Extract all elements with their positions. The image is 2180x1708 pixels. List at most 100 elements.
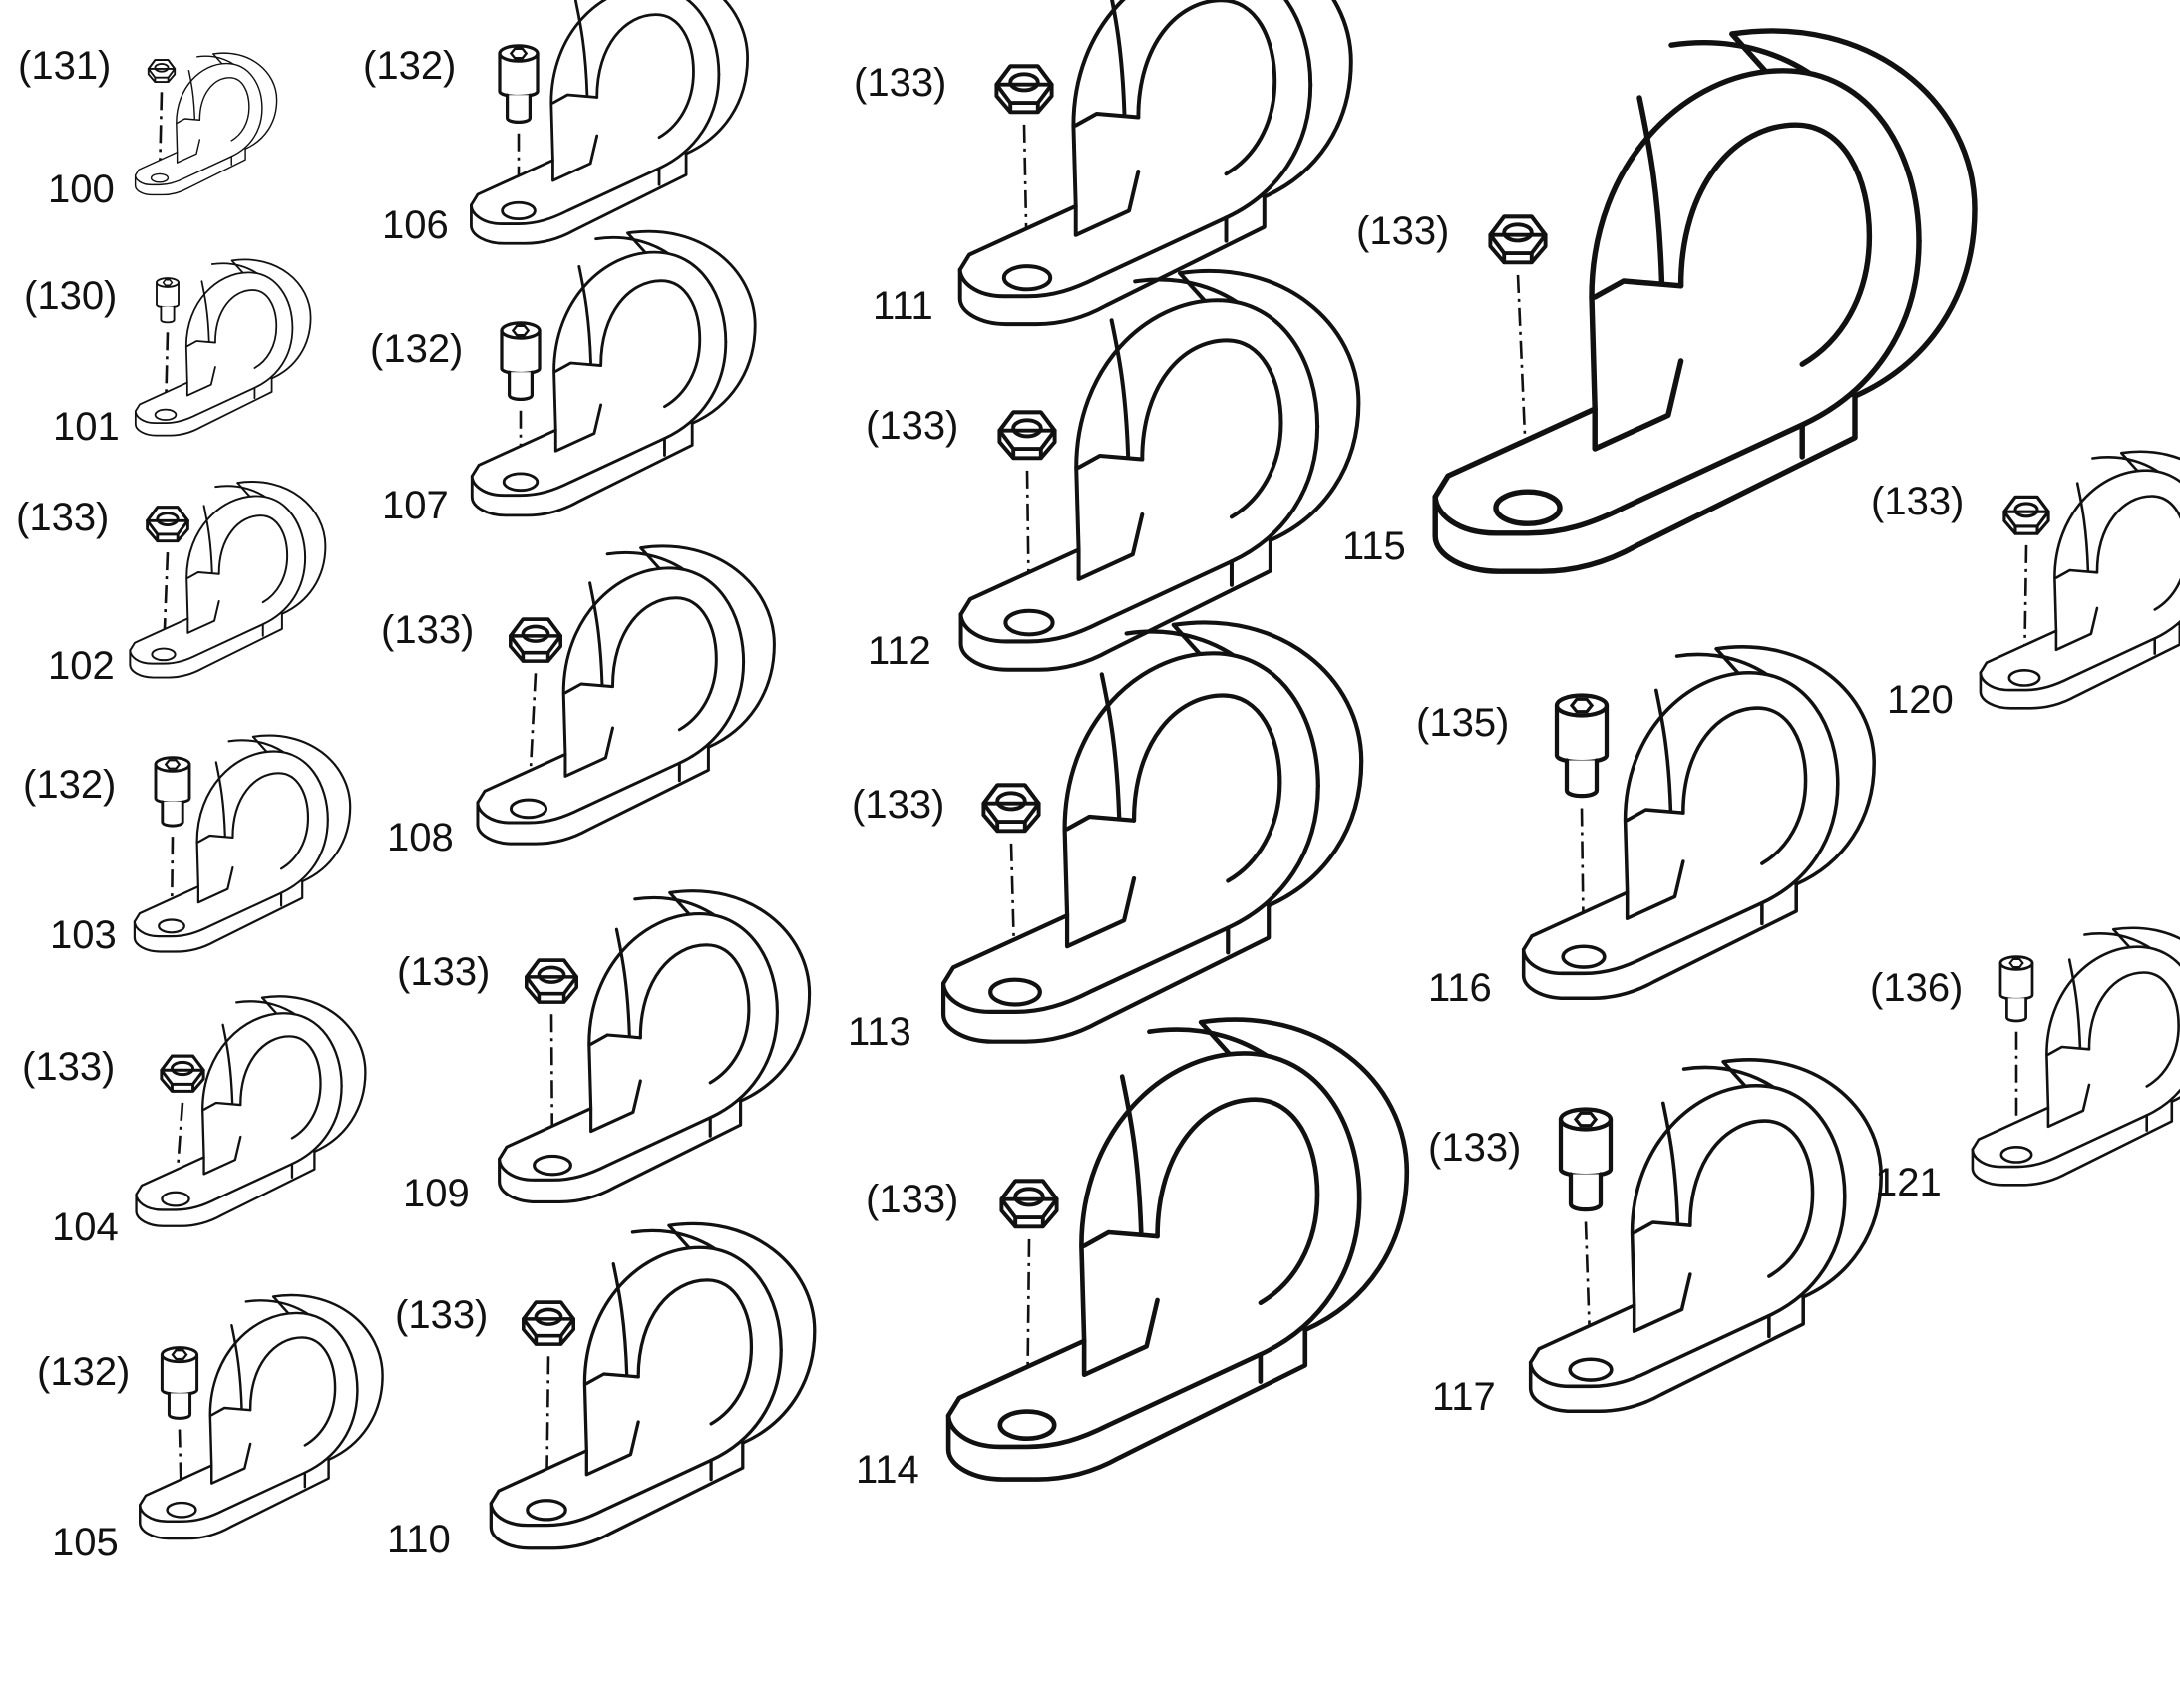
clamp-front-face	[129, 495, 307, 665]
clamp-cushion-ridge	[202, 505, 213, 573]
hex-nut	[522, 1300, 575, 1346]
clamp-step	[1632, 1272, 1692, 1333]
fastener-ref-label: (133)	[854, 61, 946, 105]
clamp-back-band	[230, 258, 312, 389]
nut-sides	[994, 82, 1054, 115]
nut-sides	[160, 1068, 205, 1093]
hex-socket	[1569, 697, 1595, 714]
clamp-cushion-ridge	[574, 0, 589, 97]
part-number-label: 116	[1428, 966, 1492, 1010]
clamp-front-face	[958, 298, 1320, 644]
clamp-inner-loop	[1688, 1119, 1815, 1278]
clamp-front-face	[940, 651, 1320, 1015]
clamp-step	[1064, 875, 1137, 949]
clamp-front-face	[1521, 670, 1840, 976]
mounting-hole	[1493, 489, 1563, 526]
clamp-step	[176, 139, 201, 164]
cap-screw	[154, 756, 191, 828]
nut-bore	[1011, 418, 1043, 439]
hex-nut	[999, 1179, 1059, 1229]
clamp-step	[1073, 170, 1141, 237]
clamp-step	[589, 1079, 642, 1134]
hex-nut	[2002, 495, 2050, 535]
clamp-cushion-ridge	[230, 1323, 243, 1410]
part-number-label: 101	[53, 405, 120, 449]
p-clamp	[498, 889, 812, 1204]
mounting-hole	[161, 1191, 190, 1207]
clamp-front-face	[1979, 469, 2180, 692]
screw-shank	[161, 800, 184, 828]
clamp-front-face	[945, 1051, 1362, 1450]
mounting-hole	[1568, 1357, 1614, 1382]
nut-sides	[522, 1317, 575, 1346]
clamp-notch	[1632, 1220, 1692, 1235]
clamp-assembly-112: 112(133)	[866, 268, 1361, 673]
clamp-assembly-102: 102(133)	[16, 481, 327, 688]
fastener-ref-label: (136)	[1870, 966, 1963, 1010]
clamp-cushion-ridge	[577, 264, 592, 365]
clamp-cushion-ridge	[1119, 1074, 1144, 1235]
clamp-inner-loop	[636, 1278, 754, 1426]
clamp-back-band	[1714, 645, 1876, 905]
clamp-assembly-104: 104(133)	[22, 995, 367, 1249]
p-clamp	[940, 620, 1364, 1044]
fastener-ref-label: (133)	[866, 404, 958, 448]
clamp-cushion-ridge	[2067, 958, 2082, 1049]
hex-nut	[981, 783, 1041, 834]
hex-socket	[2008, 957, 2024, 969]
fastener-ref-label: (132)	[23, 763, 116, 807]
hex-nut	[160, 1054, 205, 1093]
clamp-cushion-ridge	[1110, 0, 1127, 116]
assembly-axis	[162, 552, 170, 654]
mounting-hole	[526, 1499, 567, 1522]
p-clamp	[470, 0, 749, 245]
clamp-front-face	[498, 911, 779, 1182]
mounting-hole	[1999, 1146, 2033, 1164]
clamp-front-face	[470, 250, 728, 498]
part-number-label: 104	[52, 1205, 119, 1249]
clamp-notch	[196, 834, 234, 844]
clamp-front-face	[470, 0, 721, 225]
assembly-axis	[1025, 1238, 1031, 1423]
clamp-assembly-121: 121(136)	[1870, 926, 2180, 1204]
clamp-back-band	[251, 734, 352, 894]
p-clamp	[489, 1221, 817, 1550]
clamp-inner-loop	[2095, 495, 2180, 611]
hex-nut	[994, 64, 1054, 115]
p-clamp	[1528, 1058, 1883, 1414]
clamp-back-band	[212, 52, 278, 158]
clamp-notch	[1073, 112, 1141, 128]
p-clamp	[1979, 450, 2180, 710]
clamp-assembly-110: 110(133)	[387, 1221, 817, 1561]
clamp-assembly-114: 114(133)	[856, 1017, 1410, 1492]
part-number-label: 111	[873, 284, 933, 328]
clamp-cushion-ridge	[614, 927, 631, 1037]
clamp-front-face	[1432, 68, 1922, 536]
fastener-ref-label: (133)	[397, 950, 490, 994]
clamp-back-band	[236, 481, 327, 626]
mounting-hole	[150, 172, 170, 183]
hex-socket	[164, 759, 182, 770]
clamp-step	[553, 403, 603, 453]
p-clamp	[134, 258, 312, 437]
nut-bore	[170, 1060, 195, 1077]
clamp-assembly-108: 108(133)	[381, 544, 776, 859]
clamp-back-band	[649, 0, 749, 171]
screw-head-top	[500, 321, 542, 340]
p-clamp	[1971, 926, 2180, 1187]
nut-bore	[154, 63, 170, 73]
hex-socket	[1573, 1111, 1599, 1128]
clamp-step	[2054, 606, 2099, 652]
clamp-step	[1592, 358, 1684, 452]
clamp-back-band	[271, 1293, 384, 1475]
p-clamp	[958, 268, 1361, 672]
clamp-notch	[210, 1406, 252, 1417]
p-clamp	[129, 481, 327, 679]
fastener-ref-label: (133)	[866, 1178, 958, 1221]
clamp-front-face	[133, 750, 329, 938]
clamp-inner-loop	[214, 289, 278, 369]
screw-shank	[160, 305, 176, 324]
p-clamp	[476, 544, 776, 846]
fastener-ref-label: (135)	[1416, 701, 1509, 745]
mounting-hole	[988, 977, 1042, 1007]
